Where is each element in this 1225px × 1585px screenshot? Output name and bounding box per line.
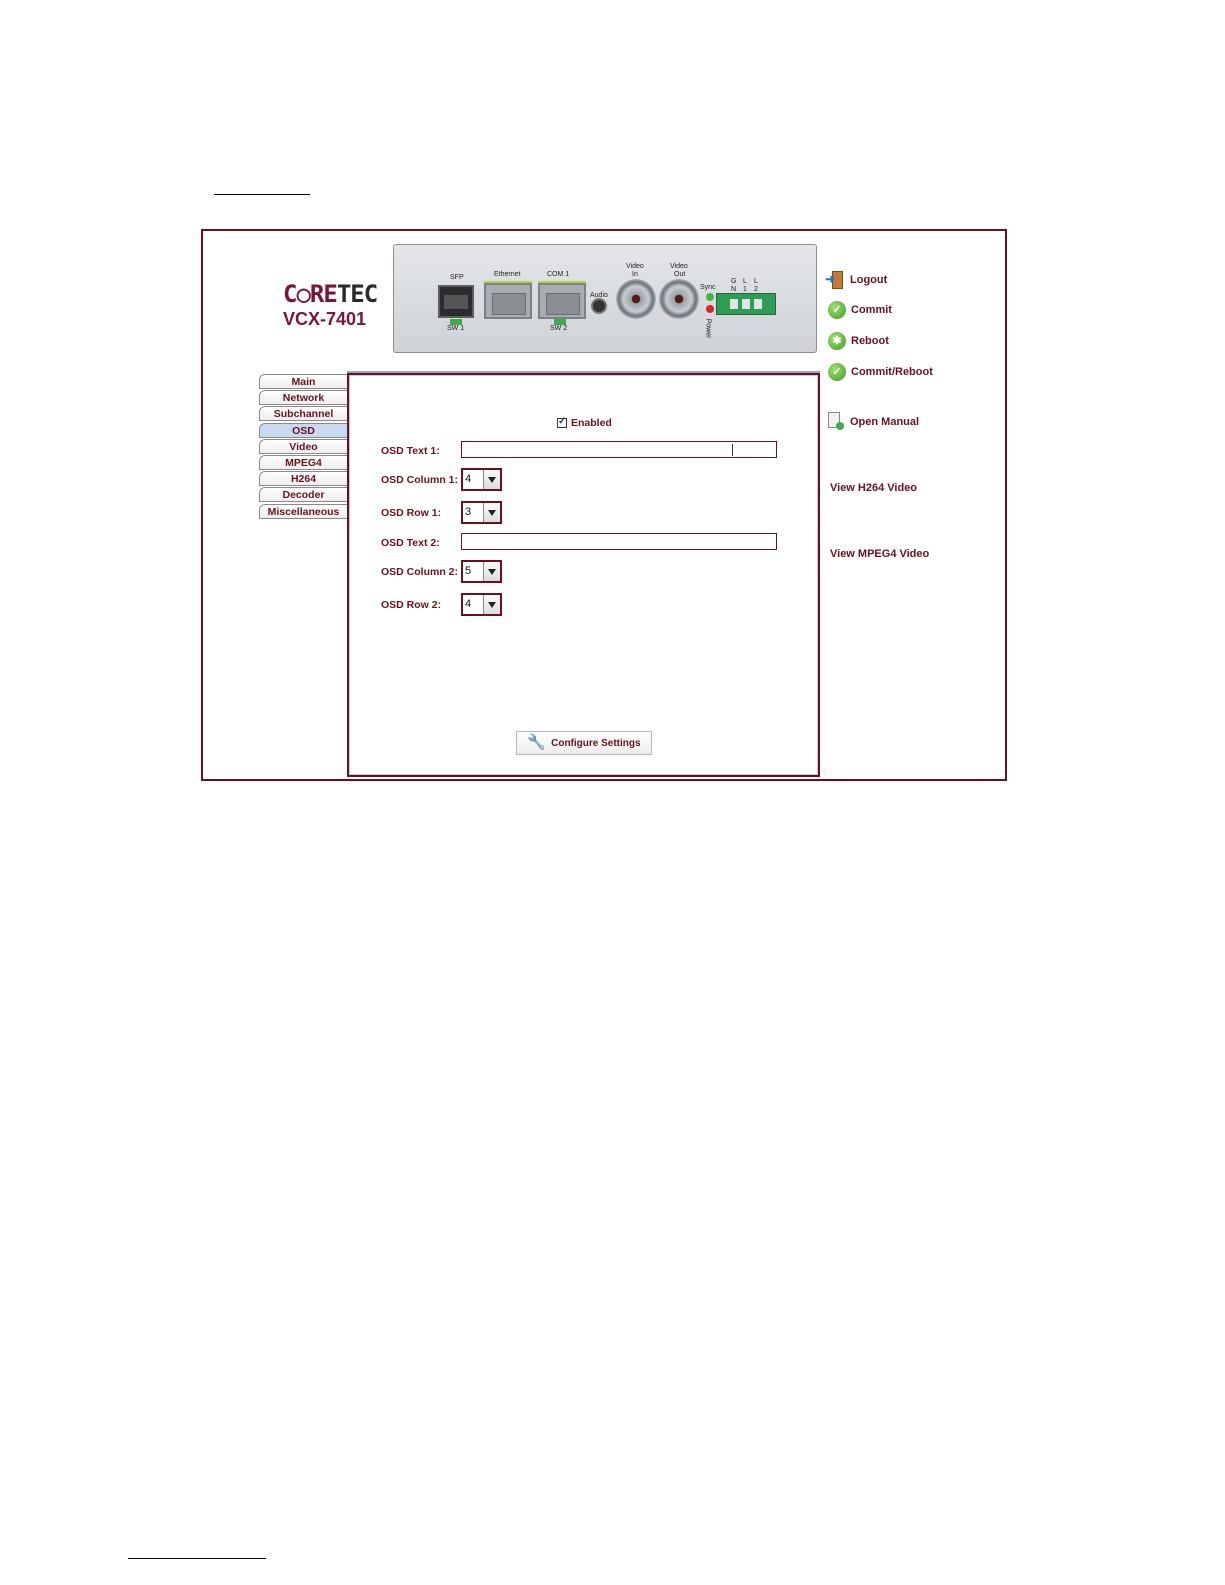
view-h264-link[interactable]: View H264 Video	[830, 482, 918, 494]
osd-column2-label: OSD Column 2:	[381, 566, 459, 578]
enabled-checkbox[interactable]	[557, 416, 567, 428]
osd-row2-value: 4	[465, 598, 472, 610]
video-out-label: Video	[670, 263, 688, 270]
terminal-l1-label: L	[743, 278, 747, 285]
tab-subchannel[interactable]: Subchannel	[259, 406, 347, 422]
device-front-panel: SFP SW 1 Ethernet COM 1 SW 2 Audio Video…	[393, 244, 817, 353]
document-underline-bottom	[128, 1558, 266, 1559]
tab-decoder[interactable]: Decoder	[259, 487, 347, 503]
sw2-label: SW 2	[550, 325, 568, 332]
osd-column2-value: 5	[465, 565, 472, 577]
osd-row2-label: OSD Row 2:	[381, 599, 442, 611]
open-manual-label: Open Manual	[850, 415, 920, 428]
terminal-1-label: 1	[743, 286, 747, 293]
osd-settings-panel: Enabled OSD Text 1: OSD Column 1: 4 OSD …	[347, 371, 820, 777]
terminal-g-label: G	[731, 278, 737, 285]
sw1-label: SW 1	[447, 325, 465, 332]
commit-reboot-label: Commit/Reboot	[851, 366, 933, 378]
terminal-2-label: 2	[754, 286, 758, 293]
osd-text1-input[interactable]	[461, 441, 777, 458]
video-in-label: Video	[626, 263, 644, 270]
audio-jack	[591, 298, 607, 314]
configure-settings-button[interactable]: 🔧 Configure Settings	[516, 731, 652, 755]
logout-label: Logout	[850, 274, 888, 286]
side-tabs: Main Network Subchannel OSD Video MPEG4 …	[259, 374, 347, 520]
sync-label: Sync	[700, 284, 716, 291]
configure-settings-label: Configure Settings	[551, 737, 641, 749]
manual-icon	[828, 412, 844, 431]
audio-label: Audio	[590, 292, 608, 299]
check-icon: ✓	[828, 363, 846, 381]
osd-row1-select[interactable]: 3	[461, 501, 502, 524]
reboot-label: Reboot	[851, 335, 889, 347]
osd-text2-label: OSD Text 2:	[381, 537, 440, 549]
osd-text1-label: OSD Text 1:	[381, 445, 440, 457]
chevron-down-icon	[483, 503, 500, 522]
video-out-connector	[659, 279, 699, 319]
sfp-label: SFP	[450, 274, 464, 281]
sfp-port	[438, 285, 474, 318]
tab-main[interactable]: Main	[259, 374, 347, 389]
osd-row1-value: 3	[465, 506, 472, 518]
tab-miscellaneous[interactable]: Miscellaneous	[259, 503, 347, 519]
ethernet-port	[484, 283, 532, 319]
power-led	[706, 305, 714, 313]
commit-link[interactable]: ✓ Commit	[828, 301, 892, 319]
tab-video[interactable]: Video	[259, 438, 347, 454]
open-manual-link[interactable]: Open Manual	[828, 412, 919, 431]
com1-led	[538, 281, 586, 284]
tab-h264[interactable]: H264	[259, 471, 347, 487]
osd-row2-select[interactable]: 4	[461, 593, 502, 616]
osd-row1-label: OSD Row 1:	[381, 507, 442, 519]
osd-text2-input[interactable]	[461, 533, 777, 550]
app-window: C○RETEC VCX-7401 SFP SW 1 Ethernet COM 1…	[201, 229, 1007, 781]
terminal-n-label: N	[731, 286, 737, 293]
tab-mpeg4[interactable]: MPEG4	[259, 454, 347, 470]
logout-icon	[825, 271, 844, 289]
document-underline-top	[214, 194, 310, 195]
tab-network[interactable]: Network	[259, 390, 347, 406]
osd-column1-select[interactable]: 4	[461, 468, 502, 491]
text-caret	[732, 444, 733, 456]
enabled-label: Enabled	[571, 417, 612, 429]
check-icon: ✓	[828, 301, 846, 319]
device-model: VCX-7401	[283, 309, 367, 329]
sync-led	[706, 293, 714, 301]
coretec-logo: C○RETEC VCX-7401	[283, 281, 383, 330]
brand-wordmark: C○RETEC	[283, 280, 378, 308]
reboot-icon: ✱	[828, 332, 846, 350]
wrench-icon: 🔧	[527, 734, 547, 751]
osd-column1-value: 4	[465, 473, 472, 485]
video-in-sublabel: In	[632, 271, 638, 278]
enabled-row: Enabled	[557, 416, 612, 429]
commit-reboot-link[interactable]: ✓ Commit/Reboot	[828, 363, 933, 381]
terminal-l2-label: L	[754, 278, 758, 285]
chevron-down-icon	[483, 470, 500, 489]
osd-column2-select[interactable]: 5	[461, 560, 502, 583]
view-mpeg4-link[interactable]: View MPEG4 Video	[830, 548, 930, 560]
chevron-down-icon	[483, 562, 500, 581]
ethernet-led	[484, 281, 532, 284]
chevron-down-icon	[483, 595, 500, 614]
reboot-link[interactable]: ✱ Reboot	[828, 332, 889, 350]
video-out-sublabel: Out	[674, 271, 686, 278]
sw1-switch	[450, 319, 462, 325]
power-label: Power	[704, 318, 712, 339]
osd-column1-label: OSD Column 1:	[381, 474, 459, 486]
com1-label: COM 1	[547, 271, 570, 278]
tab-osd[interactable]: OSD	[259, 422, 347, 438]
logout-link[interactable]: Logout	[825, 271, 888, 289]
ethernet-label: Ethernet	[494, 271, 521, 278]
com1-port	[538, 283, 586, 319]
video-in-connector	[616, 279, 656, 319]
sw2-switch	[554, 319, 566, 325]
power-terminal-block	[716, 293, 776, 315]
commit-label: Commit	[851, 304, 892, 316]
